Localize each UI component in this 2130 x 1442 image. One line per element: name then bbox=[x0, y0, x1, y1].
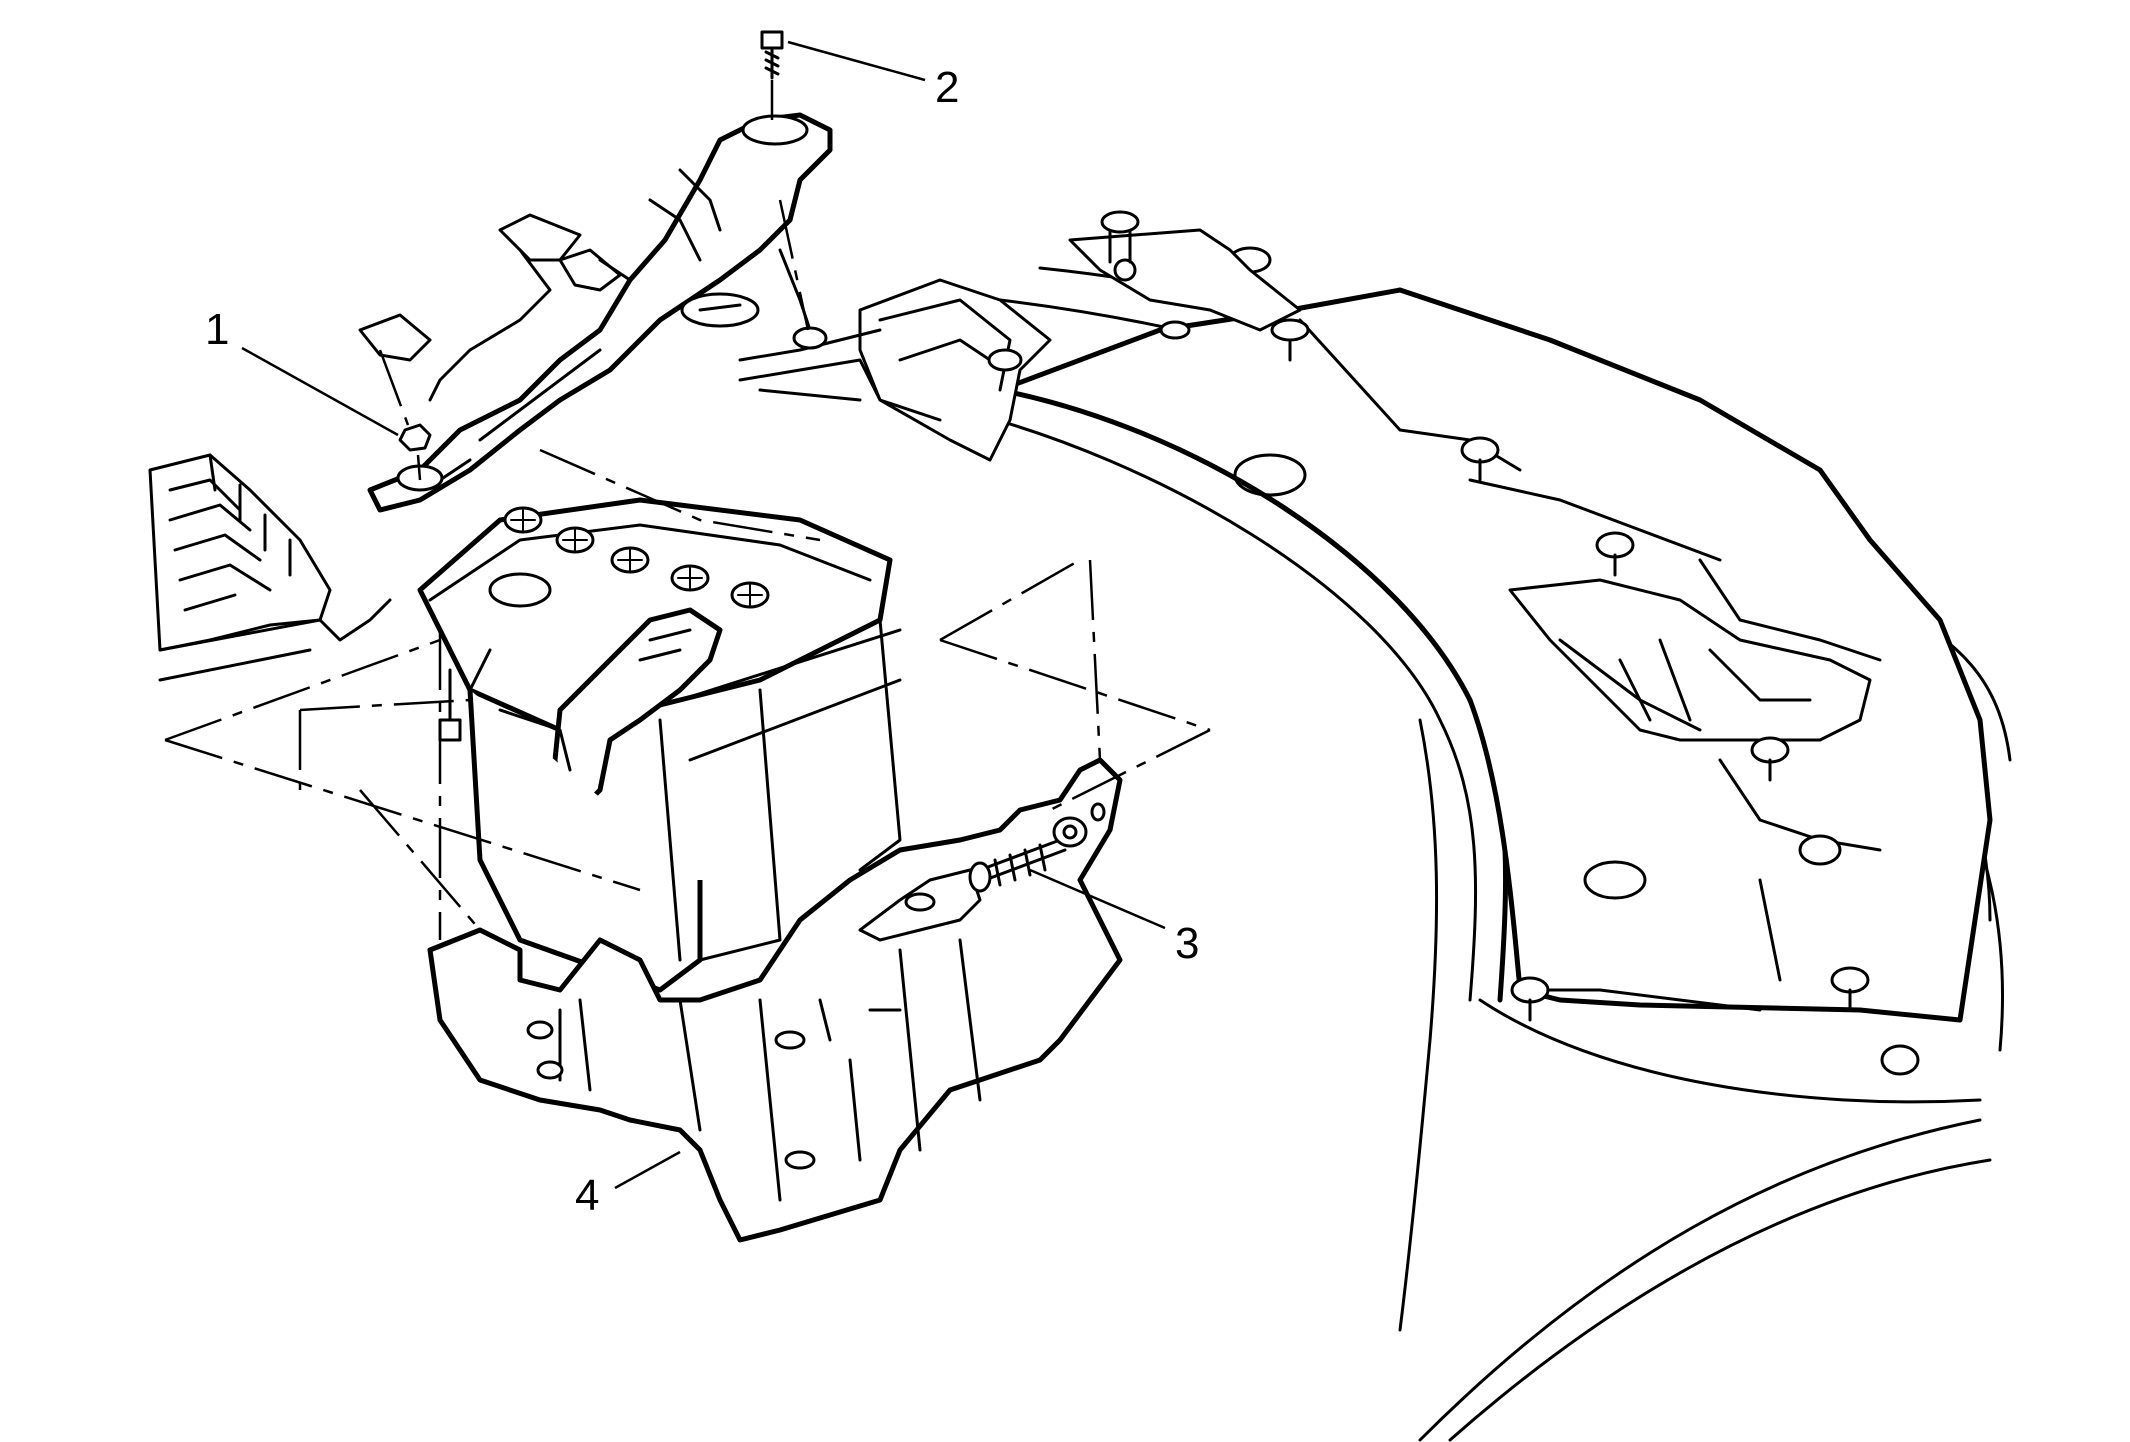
radiator-support-panel bbox=[738, 210, 2012, 1442]
callout-1: 1 bbox=[205, 305, 399, 437]
bolt-3 bbox=[968, 802, 1106, 893]
battery-hold-down-bracket bbox=[358, 112, 833, 513]
callout-leader-2 bbox=[787, 40, 926, 82]
vent-caps bbox=[503, 506, 770, 609]
push-pin-retainers bbox=[1159, 246, 1920, 1076]
callout-label-3: 3 bbox=[1175, 919, 1199, 968]
alignment-lines bbox=[164, 448, 1211, 940]
fuse-block bbox=[148, 453, 392, 682]
callout-label-1: 1 bbox=[205, 305, 229, 354]
locating-pin bbox=[438, 668, 462, 742]
callout-label-2: 2 bbox=[935, 63, 959, 112]
battery-tray-4 bbox=[427, 757, 1123, 1243]
nut-1 bbox=[378, 349, 432, 481]
callout-leader-3 bbox=[1029, 868, 1166, 930]
callout-4: 4 bbox=[575, 1150, 681, 1220]
callout-leader-1 bbox=[241, 346, 399, 437]
callout-3: 3 bbox=[1029, 868, 1199, 968]
callout-2: 2 bbox=[787, 40, 959, 112]
bolt-2 bbox=[760, 30, 810, 331]
callout-label-4: 4 bbox=[575, 1171, 599, 1220]
battery bbox=[417, 497, 902, 993]
callout-leader-4 bbox=[614, 1150, 681, 1190]
